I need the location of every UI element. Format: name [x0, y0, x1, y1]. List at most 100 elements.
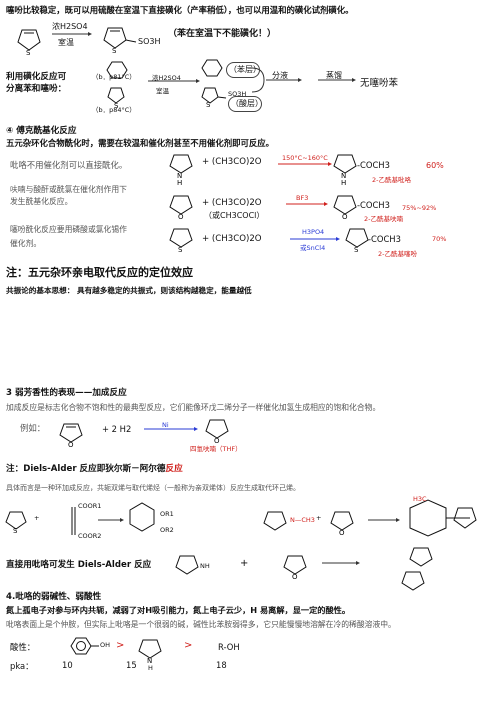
- thiophene-text-2: 催化剂。: [10, 239, 42, 248]
- pka-phenol: 10: [62, 660, 73, 670]
- da-plus-1: +: [34, 514, 40, 522]
- gt-1: >: [116, 640, 125, 651]
- pyrrole-condition: 150°C~160°C: [282, 154, 328, 162]
- thiophene-ring-acyl: S: [169, 228, 193, 254]
- h3c-label: H3C: [413, 495, 427, 503]
- svg-text:S: S: [112, 47, 117, 55]
- separation-reagent: 浓H2SO4: [152, 74, 181, 82]
- svg-text:O: O: [214, 437, 220, 445]
- pyrrole-acid: N: [138, 639, 162, 665]
- da-ester-2: COOR2: [78, 532, 102, 540]
- sulfonation-reagent: 浓H2SO4: [52, 22, 88, 31]
- acetylpyrrole: N H: [333, 154, 357, 187]
- benzene-bp: （b．p81°C）: [92, 73, 136, 81]
- furan-reagent: + (CH3CO)2O: [202, 198, 262, 208]
- pyrrole-yield: 60%: [426, 161, 444, 170]
- maleic-anhydride-2: O: [283, 555, 307, 581]
- svg-text:O: O: [178, 213, 184, 221]
- sulfonic-group: SO3H: [138, 37, 161, 46]
- thiophene-catalyst-2: 或SnCl4: [300, 244, 326, 252]
- pyrrole-product: -COCH3: [357, 160, 390, 170]
- hydrogen-reagent: + 2 H2: [102, 424, 132, 434]
- pyrrole-da-text: 直接用吡咯可发生 Diels-Alder 反应: [6, 560, 152, 570]
- svg-text:N: N: [177, 172, 182, 180]
- lower-layer-bubble: [228, 96, 262, 112]
- svg-text:H: H: [177, 179, 182, 187]
- thiophene-catalyst-1: H3PO4: [302, 228, 325, 236]
- thiophene-product: -COCH3: [368, 234, 401, 244]
- separation-label-1: 利用磺化反应可: [6, 72, 67, 82]
- nh-label: NH: [200, 562, 210, 570]
- separation-condition: 室温: [156, 87, 169, 95]
- furan-product: -COCH3: [357, 200, 390, 210]
- acetylthiophene: S: [345, 228, 369, 254]
- da-detail: 具体而言是一种环加成反应，共轭双烯与取代烯烃（一般称为亲双烯体）反应生成取代环己…: [6, 484, 300, 492]
- da-adduct-1: [409, 499, 477, 537]
- pka-alcohol: 18: [216, 660, 227, 670]
- thiophene-yield: 70%: [432, 235, 447, 243]
- upper-layer: （苯层）: [229, 65, 261, 74]
- pyrrole-name: 2-乙酰基吡咯: [372, 176, 411, 184]
- da-adduct-2: [401, 547, 433, 591]
- svg-text:S: S: [114, 102, 119, 110]
- gt-2: >: [184, 640, 193, 651]
- thiophene-ring-sep: S: [107, 87, 125, 110]
- pyrrole-da: [175, 555, 199, 575]
- thiophene-reagent: + (CH3CO)2O: [202, 234, 262, 244]
- acylation-subheading: 五元杂环化合物酰化时，需要在较温和催化剂甚至不用催化剂即可反应。: [6, 138, 274, 148]
- da-ester-1: COOR1: [78, 502, 102, 510]
- addition-text: 加成反应是标志化合物不饱和性的最典型反应，它们能像环戊二烯分子一样催化加氢生成相…: [6, 403, 381, 412]
- furan-text-1: 呋喃与酸酐或酰氯在催化剂作用下: [10, 185, 127, 194]
- svg-text:S: S: [26, 49, 31, 57]
- svg-text:O: O: [342, 213, 348, 221]
- example-label: 例如：: [20, 423, 46, 433]
- basicity-text-1: 氮上孤电子对参与环内共轭，减弱了对H吸引能力，氮上电子云少，H 易离解，显一定的…: [6, 605, 351, 615]
- phenol-oh: OH: [100, 641, 111, 649]
- separation-so3h: SO3H: [228, 90, 247, 98]
- pka-label: pka：: [10, 661, 34, 671]
- furan-name: 2-乙酰基呋喃: [364, 215, 403, 223]
- separation-label-2: 分离苯和噻吩：: [6, 84, 67, 94]
- benzene-ring-product: [201, 59, 223, 77]
- sulfonation-intro: 噻吩比较稳定，既可以用硫酸在室温下直接磺化（产率稍低），也可以用温和的磺化试剂磺…: [6, 5, 354, 15]
- thiophene-ring: S: [17, 29, 41, 57]
- svg-text:H: H: [341, 179, 346, 187]
- thiophene-name: 2-乙酰基噻吩: [378, 250, 417, 258]
- n-methyl-label: N—CH3: [290, 516, 315, 524]
- nickel-catalyst: Ni: [162, 421, 169, 429]
- furan-reagent-alt: （或CH3COCl）: [204, 211, 265, 220]
- phthalate-product: [129, 502, 155, 532]
- svg-text:O: O: [68, 441, 74, 449]
- pka-pyrrole: 15: [126, 660, 137, 670]
- da-plus-3: +: [240, 558, 249, 569]
- benzene-note: （苯在室温下不能磺化！）: [168, 29, 277, 39]
- acidity-label: 酸性：: [10, 642, 36, 652]
- thiophene-text-1: 噻吩酰化反应要用磷酸或氯化锡作: [10, 225, 127, 234]
- distill-step: 蒸馏: [326, 71, 342, 80]
- svg-text:S: S: [206, 101, 211, 109]
- furan-ring: O: [169, 195, 193, 221]
- da-product-ester-1: OR1: [160, 510, 174, 518]
- basicity-heading: 4.吡咯的弱碱性、弱酸性: [6, 592, 102, 602]
- maleic-anhydride-1: O: [330, 511, 354, 537]
- upper-layer-bubble: [226, 62, 260, 78]
- thiophene-sulfonic-acid: S: [103, 27, 137, 55]
- roh-label: R-OH: [218, 642, 240, 652]
- svg-text:S: S: [354, 246, 359, 254]
- furan-addition: O: [59, 423, 83, 449]
- svg-text:S: S: [13, 527, 18, 535]
- separate-step: 分液: [272, 71, 288, 80]
- thf-name: 四氢呋喃（THF）: [190, 445, 242, 453]
- pyrrole-reagent: + (CH3CO)2O: [202, 157, 262, 167]
- svg-text:N: N: [147, 657, 152, 665]
- resonance-idea: 共振论的基本思想： 具有越多稳定的共振式，则该结构越稳定，能量越低: [6, 286, 252, 295]
- furan-catalyst: BF3: [296, 194, 309, 202]
- svg-text:O: O: [292, 573, 298, 581]
- furan-text-2: 发生酰基化反应。: [10, 197, 73, 206]
- n-methylpyrrole: [263, 511, 287, 531]
- basicity-text-2: 吡咯表面上是个仲胺，但实际上吡咯是一个很弱的碱，碱性比苯胺弱得多，它只能慢慢地溶…: [6, 620, 396, 629]
- thiophene-bp: （b．p84°C）: [92, 106, 136, 114]
- svg-text:O: O: [339, 529, 345, 537]
- separation-result: 无噻吩苯: [360, 78, 399, 89]
